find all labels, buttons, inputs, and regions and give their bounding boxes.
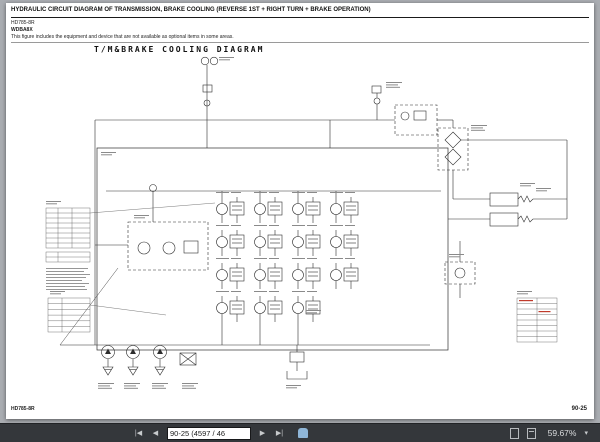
fit-width-icon[interactable] [509,427,519,439]
hydraulic-schematic [45,56,568,389]
diagram-title: T/M&BRAKE COOLING DIAGRAM [94,45,265,54]
valve-grid [215,191,359,323]
note-rule [11,42,589,43]
document-canvas[interactable]: HYDRAULIC CIRCUIT DIAGRAM OF TRANSMISSIO… [0,0,600,423]
footer-model: HD785-8R [11,406,35,412]
doc-code: WDBA8X [11,27,33,33]
prev-page-button[interactable]: ◀ [152,430,159,437]
footer-page-number: 90-25 [571,406,587,412]
fit-page-icon[interactable] [526,427,536,439]
small-text-marks [46,57,551,389]
title-rule [11,17,589,18]
zoom-level: 59.67% [547,428,577,438]
first-page-button[interactable]: |◀ [134,430,143,437]
zoom-menu-caret[interactable]: ▾ [584,430,588,437]
next-page-button[interactable]: ▶ [259,430,266,437]
document-page: HYDRAULIC CIRCUIT DIAGRAM OF TRANSMISSIO… [6,3,594,419]
page-note: This figure includes the equipment and d… [11,34,234,40]
page-number-input[interactable] [167,426,251,440]
model-code: HD785-8R [11,20,35,26]
hand-tool-icon[interactable] [298,428,308,438]
last-page-button[interactable]: ▶| [275,430,284,437]
page-title: HYDRAULIC CIRCUIT DIAGRAM OF TRANSMISSIO… [11,7,371,13]
viewer-toolbar: |◀ ◀ ▶ ▶| 59.67% ▾ [0,423,600,442]
data-tables [45,202,558,343]
